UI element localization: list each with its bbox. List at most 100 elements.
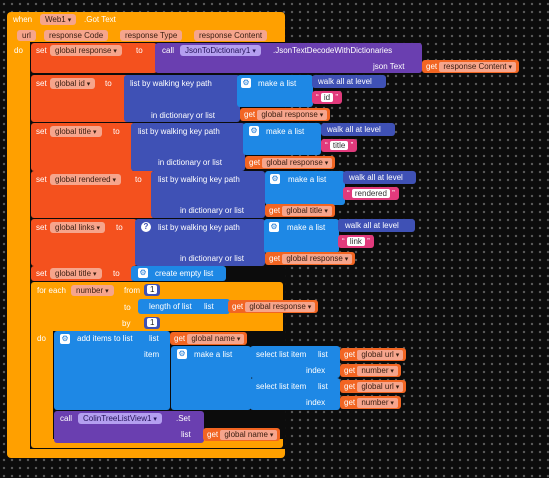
walk-all-block-rendered[interactable] [343, 171, 416, 184]
gear-icon[interactable]: ⚙ [177, 349, 187, 359]
get-global-url-1[interactable]: get global url [340, 348, 407, 361]
make-list-label: make a list [258, 79, 297, 88]
get-number-1[interactable]: get number [340, 364, 401, 377]
number-from[interactable]: 1 [144, 284, 161, 296]
get-number-2[interactable]: get number [340, 396, 401, 409]
by-label: by [122, 319, 131, 328]
help-icon[interactable]: ? [141, 222, 151, 232]
walk-all-block-links[interactable] [338, 219, 415, 232]
component-dropdown-web1[interactable]: Web1 [40, 14, 77, 25]
to-label: to [113, 269, 120, 278]
text-title[interactable]: “ title ” [321, 139, 358, 152]
walk-all-block-title[interactable] [321, 123, 395, 136]
item-label: item [144, 350, 160, 359]
var-dropdown-global-title-2[interactable]: global title [50, 268, 102, 279]
length-of-list-block[interactable] [138, 299, 230, 314]
param-response-type[interactable]: response Type [120, 30, 183, 41]
get-global-response-3[interactable]: get global response [265, 252, 356, 265]
set-label: set [36, 175, 47, 184]
param-response-code[interactable]: response Code [44, 30, 109, 41]
make-list-label: make a list [288, 175, 327, 184]
gear-icon[interactable]: ⚙ [60, 334, 70, 344]
list-label: list [181, 430, 191, 439]
var-dropdown-global-response[interactable]: global response [50, 45, 122, 56]
gear-icon[interactable]: ⚙ [138, 268, 148, 278]
walk-key-path-block-links[interactable] [135, 219, 265, 266]
to-label: to [124, 303, 131, 312]
make-list-label: make a list [287, 223, 326, 232]
gear-icon[interactable]: ⚙ [241, 78, 251, 88]
gear-icon[interactable]: ⚙ [269, 222, 279, 232]
param-response-content[interactable]: response Content [194, 30, 268, 41]
add-items-to-list-block[interactable] [54, 331, 170, 410]
walk-all-label: walk all at level [318, 77, 372, 86]
do-label: do [14, 46, 23, 55]
for-each-label: for each [37, 286, 66, 295]
walk-key-path-block-id[interactable] [124, 75, 240, 122]
event-block-bottom-edge [7, 449, 285, 458]
walk-label: list by walking key path [158, 175, 240, 184]
make-list-label: make a list [266, 127, 305, 136]
select-list-item-block-1[interactable] [250, 346, 340, 378]
text-link[interactable]: “ link ” [338, 235, 374, 248]
walk-all-label: walk all at level [345, 221, 399, 230]
to-label: to [116, 223, 123, 232]
var-dropdown-number[interactable]: number [71, 285, 114, 296]
walk-all-label: walk all at level [327, 125, 381, 134]
from-label: from [124, 286, 140, 295]
set-label: set [36, 223, 47, 232]
walk-all-block-id[interactable] [312, 75, 386, 88]
list-label: list [204, 302, 214, 311]
get-global-response-4[interactable]: get global response [228, 300, 319, 313]
index-label: index [306, 398, 326, 407]
walk-label: list by walking key path [130, 79, 212, 88]
to-label: to [135, 175, 142, 184]
set-label: set [36, 79, 47, 88]
empty-list-label: create empty list [155, 269, 214, 278]
param-url[interactable]: url [17, 30, 36, 41]
to-label: to [136, 46, 143, 55]
set-label: set [36, 127, 47, 136]
set-method-label: .Set [176, 414, 191, 423]
number-by[interactable]: 1 [144, 317, 161, 329]
select-list-item-block-2[interactable] [250, 378, 340, 410]
list-label: list [318, 382, 328, 391]
set-label: set [36, 269, 47, 278]
in-dict-label: in dictionary or list [151, 111, 216, 120]
get-response-content[interactable]: get response Content [422, 60, 519, 73]
do-label-2: do [37, 334, 46, 343]
get-global-response-2[interactable]: get global response [245, 156, 336, 169]
select-label: select list item [256, 382, 307, 391]
var-dropdown-global-title[interactable]: global title [50, 126, 102, 137]
var-dropdown-global-rendered[interactable]: global rendered [50, 174, 122, 185]
list-label: list [318, 350, 328, 359]
in-dict-label: in dictionary or list [180, 254, 245, 263]
create-empty-list-block[interactable] [131, 266, 226, 281]
walk-key-path-block-rendered[interactable] [151, 171, 265, 218]
call-label: call [60, 414, 73, 423]
gear-icon[interactable]: ⚙ [249, 126, 259, 136]
get-global-response-1[interactable]: get global response [240, 108, 331, 121]
text-rendered[interactable]: “ rendered ” [343, 187, 399, 200]
walk-label: list by walking key path [138, 127, 220, 136]
json-method-label: .JsonTextDecodeWithDictionaries [273, 46, 393, 55]
text-id[interactable]: “ id ” [312, 91, 343, 104]
set-label: set [36, 46, 47, 55]
to-label: to [113, 127, 120, 136]
event-name-label: .Got Text [84, 15, 116, 24]
get-global-name[interactable]: get global name [170, 332, 248, 345]
in-dict-label: in dictionary or list [180, 206, 245, 215]
call-label: call [162, 46, 175, 55]
component-dropdown-jsontodictionary[interactable]: JsonToDictionary1 [180, 45, 261, 56]
var-dropdown-global-links[interactable]: global links [50, 222, 106, 233]
get-global-url-2[interactable]: get global url [340, 380, 407, 393]
get-global-name-2[interactable]: get global name [203, 428, 281, 441]
get-global-title[interactable]: get global title [265, 204, 335, 217]
walk-key-path-block-title[interactable] [131, 123, 245, 171]
component-dropdown-colintreelistview[interactable]: ColinTreeListView1 [78, 413, 162, 424]
make-list-label: make a list [194, 350, 233, 359]
var-dropdown-global-id[interactable]: global id [50, 78, 96, 89]
gear-icon[interactable]: ⚙ [270, 174, 280, 184]
index-label: index [306, 366, 326, 375]
walk-all-label: walk all at level [349, 173, 403, 182]
